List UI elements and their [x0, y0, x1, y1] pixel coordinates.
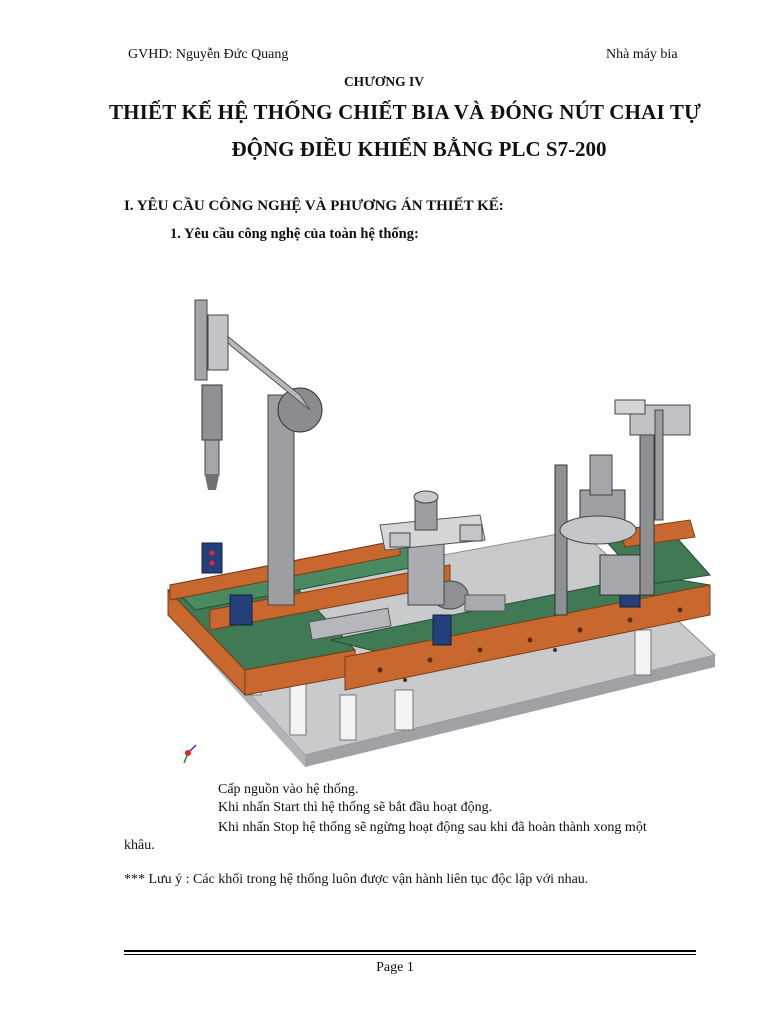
arm-column — [267, 394, 295, 606]
footer-rule — [124, 950, 696, 952]
section-heading: I. YÊU CẦU CÔNG NGHỆ VÀ PHƯƠNG ÁN THIẾT … — [124, 198, 504, 214]
pneumatic-cylinder — [308, 607, 392, 641]
page-number: Page 1 — [376, 960, 414, 975]
rotary-table — [559, 515, 637, 545]
bottling-machine-figure — [166, 299, 717, 767]
note-text: *** Lưu ý : Các khối trong hệ thống luôn… — [124, 872, 589, 887]
filling-station-frame — [554, 464, 568, 616]
sensor — [201, 542, 223, 574]
paragraph-power: Cấp nguồn vào hệ thống. — [218, 782, 359, 797]
header-topic: Nhà máy bia — [606, 47, 678, 62]
subsection-heading: 1. Yêu cầu công nghệ của toàn hệ thống: — [170, 226, 419, 242]
axis-triad-icon — [183, 744, 197, 764]
arm-beam — [219, 329, 311, 411]
paragraph-start: Khi nhấn Start thì hệ thống sẽ bắt đầu h… — [218, 800, 493, 815]
chapter-title-line2: ĐỘNG ĐIỀU KHIỂN BẰNG PLC S7-200 — [231, 137, 607, 161]
frame-front — [344, 584, 711, 691]
chapter-label: CHƯƠNG IV — [343, 74, 425, 89]
footer-rule-thin — [124, 954, 696, 955]
header-instructor: GVHD: Nguyễn Đức Quang — [128, 47, 289, 62]
chapter-title-line1: THIẾT KẾ HỆ THỐNG CHIẾT BIA VÀ ĐÓNG NÚT … — [108, 100, 702, 124]
paragraph-stop-continued: khâu. — [124, 838, 155, 853]
paragraph-stop: Khi nhấn Stop hệ thống sẽ ngừng hoạt độn… — [218, 820, 647, 835]
